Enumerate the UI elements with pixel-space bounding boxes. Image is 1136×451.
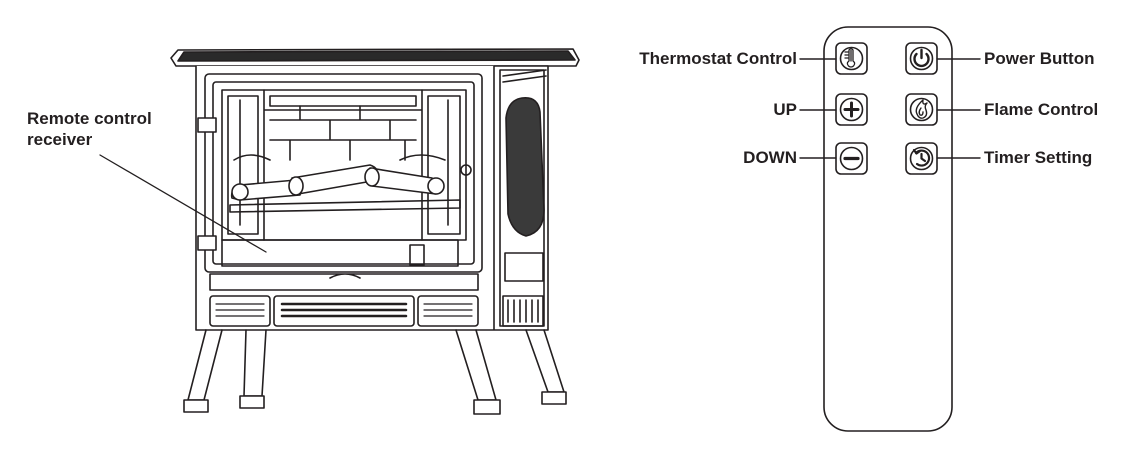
heater-display-panel — [221, 239, 459, 267]
timer-icon — [912, 148, 931, 167]
heater-top-grille — [177, 50, 576, 62]
heater-logs — [229, 154, 461, 213]
plus-icon — [843, 101, 860, 118]
flame-callout: Flame Control — [984, 100, 1099, 119]
electric-stove-heater — [170, 48, 580, 415]
flame-icon — [915, 99, 928, 119]
remote-leader-lines — [799, 58, 981, 159]
heater-front-vents — [209, 295, 479, 327]
heater-side-switch — [504, 252, 544, 282]
down-callout: DOWN — [743, 148, 797, 167]
heater-remote-receiver — [409, 244, 425, 266]
heater-side-grille — [505, 96, 545, 237]
receiver-callout-line2: receiver — [27, 130, 93, 149]
timer-callout: Timer Setting — [984, 148, 1093, 167]
power-button[interactable] — [905, 42, 938, 75]
heater-door-handle — [460, 164, 472, 176]
power-callout: Power Button — [984, 49, 1095, 68]
heater-hinge-bottom — [197, 235, 217, 251]
heater-legs — [183, 329, 567, 415]
receiver-callout-line1: Remote control — [27, 109, 152, 128]
heater-hinge-top — [197, 117, 217, 133]
thermostat-button[interactable] — [835, 42, 868, 75]
remote-body — [823, 26, 953, 432]
remote-control — [823, 26, 953, 432]
thermostat-callout: Thermostat Control — [639, 49, 797, 68]
up-callout: UP — [773, 100, 797, 119]
thermometer-icon — [844, 47, 856, 68]
flame-button[interactable] — [905, 93, 938, 126]
heater-side-vent — [502, 295, 544, 327]
down-button[interactable] — [835, 142, 868, 175]
heater-door-frame — [204, 73, 483, 273]
heater-bottom-rail — [209, 273, 479, 291]
up-button[interactable] — [835, 93, 868, 126]
heater-side-panel — [499, 69, 545, 327]
power-icon — [913, 48, 930, 68]
receiver-leader-line — [99, 154, 267, 253]
timer-button[interactable] — [905, 142, 938, 175]
